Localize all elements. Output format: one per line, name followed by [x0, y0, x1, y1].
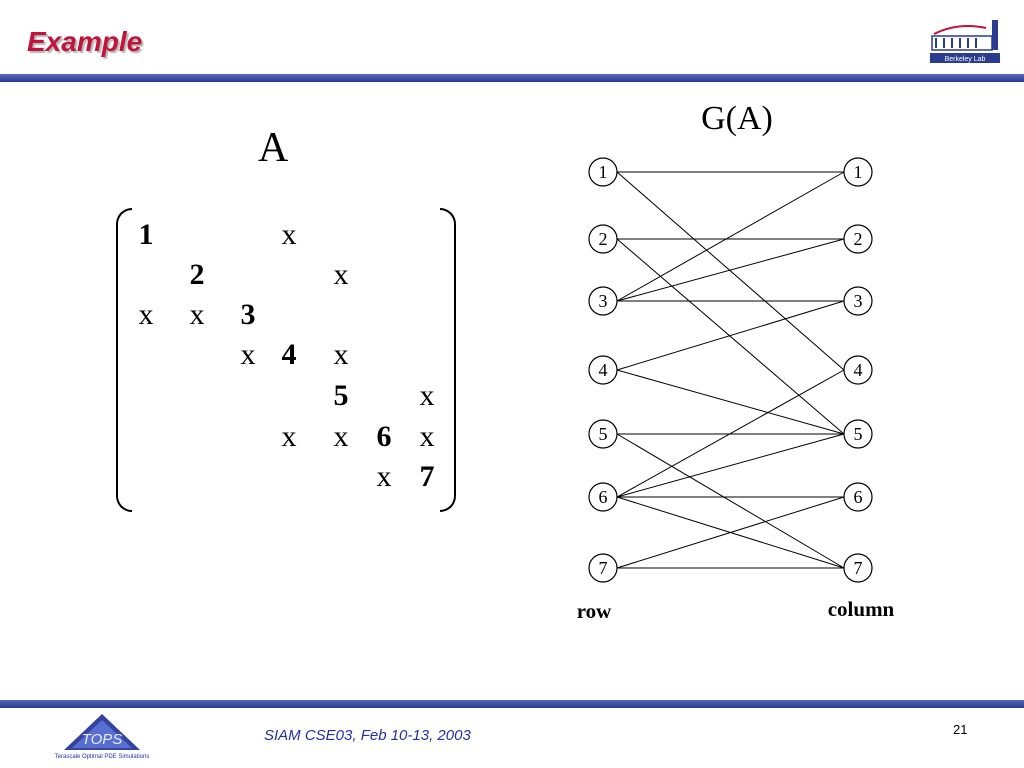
column-node-7	[843, 553, 873, 583]
graph-edge	[616, 433, 845, 569]
row-node-label: 3	[599, 291, 608, 311]
tops-logo-text: TOPS	[82, 731, 123, 748]
graph-edge	[616, 171, 845, 302]
tops-logo: TOPS Terascale Optimal PDE Simulations	[55, 714, 150, 760]
graph-edges	[616, 171, 845, 569]
graph-edge	[616, 433, 845, 498]
matrix-cell: 7	[419, 460, 435, 493]
row-node-label: 6	[599, 487, 608, 507]
column-node-3	[843, 286, 873, 316]
matrix-cell: x	[333, 338, 349, 371]
column-node-5	[843, 419, 873, 449]
matrix-cell: x	[281, 218, 297, 251]
row-node-label: 1	[599, 162, 608, 182]
graph-edge	[616, 238, 845, 302]
footer-conference: SIAM CSE03, Feb 10-13, 2003	[264, 727, 471, 744]
graph-edge	[616, 238, 845, 435]
matrix-cell: 2	[189, 258, 205, 291]
graph-edge	[616, 496, 845, 569]
tops-logo-subtitle: Terascale Optimal PDE Simulations	[55, 754, 150, 760]
column-node-label: 3	[854, 291, 863, 311]
header-divider	[0, 74, 1024, 82]
row-node-2	[588, 224, 618, 254]
matrix-cell: 1	[138, 218, 154, 251]
column-node-1	[843, 157, 873, 187]
matrix-cell: x	[419, 420, 435, 453]
graph-edge	[616, 369, 845, 498]
row-node-5	[588, 419, 618, 449]
column-node-label: 1	[854, 162, 863, 182]
row-node-1	[588, 157, 618, 187]
column-node-label: 7	[854, 558, 863, 578]
matrix-cell: x	[333, 258, 349, 291]
graph-nodes: 1 2 3 4 5 6 7 1 2 3 4 5 6 7	[588, 157, 873, 583]
column-node-2	[843, 224, 873, 254]
column-node-label: 6	[854, 487, 863, 507]
column-node-4	[843, 355, 873, 385]
matrix-cell: 3	[240, 298, 256, 331]
column-node-label: 5	[854, 424, 863, 444]
matrix-cell: x	[333, 420, 349, 453]
row-node-label: 7	[599, 558, 608, 578]
row-node-3	[588, 286, 618, 316]
graph-edge	[616, 171, 845, 371]
column-label: column	[828, 597, 895, 621]
column-node-label: 2	[854, 229, 863, 249]
berkeley-lab-text: Berkeley Lab	[945, 56, 986, 63]
matrix-cell: 5	[333, 379, 349, 412]
row-node-7	[588, 553, 618, 583]
graph-title: G(A)	[701, 100, 773, 137]
row-label: row	[577, 599, 612, 623]
page-number: 21	[953, 722, 968, 737]
column-node-label: 4	[854, 360, 863, 380]
matrix-cell: x	[240, 338, 256, 371]
matrix-cell: x	[189, 298, 205, 331]
matrix-cell: 4	[281, 338, 297, 371]
row-node-6	[588, 482, 618, 512]
matrix-cell: 6	[376, 420, 392, 453]
slide-title: Example	[27, 26, 143, 57]
row-node-label: 4	[599, 360, 608, 380]
matrix-cell: x	[138, 298, 154, 331]
row-node-label: 5	[599, 424, 608, 444]
matrix-cell: x	[376, 460, 392, 493]
column-node-6	[843, 482, 873, 512]
matrix-label: A	[258, 125, 289, 171]
graph-edge	[616, 369, 845, 435]
berkeley-lab-logo: Berkeley Lab	[930, 20, 1000, 63]
graph-edge	[616, 300, 845, 371]
row-node-4	[588, 355, 618, 385]
row-node-label: 2	[599, 229, 608, 249]
matrix-cell: x	[419, 379, 435, 412]
footer-divider	[0, 700, 1024, 708]
matrix-cell: x	[281, 420, 297, 453]
